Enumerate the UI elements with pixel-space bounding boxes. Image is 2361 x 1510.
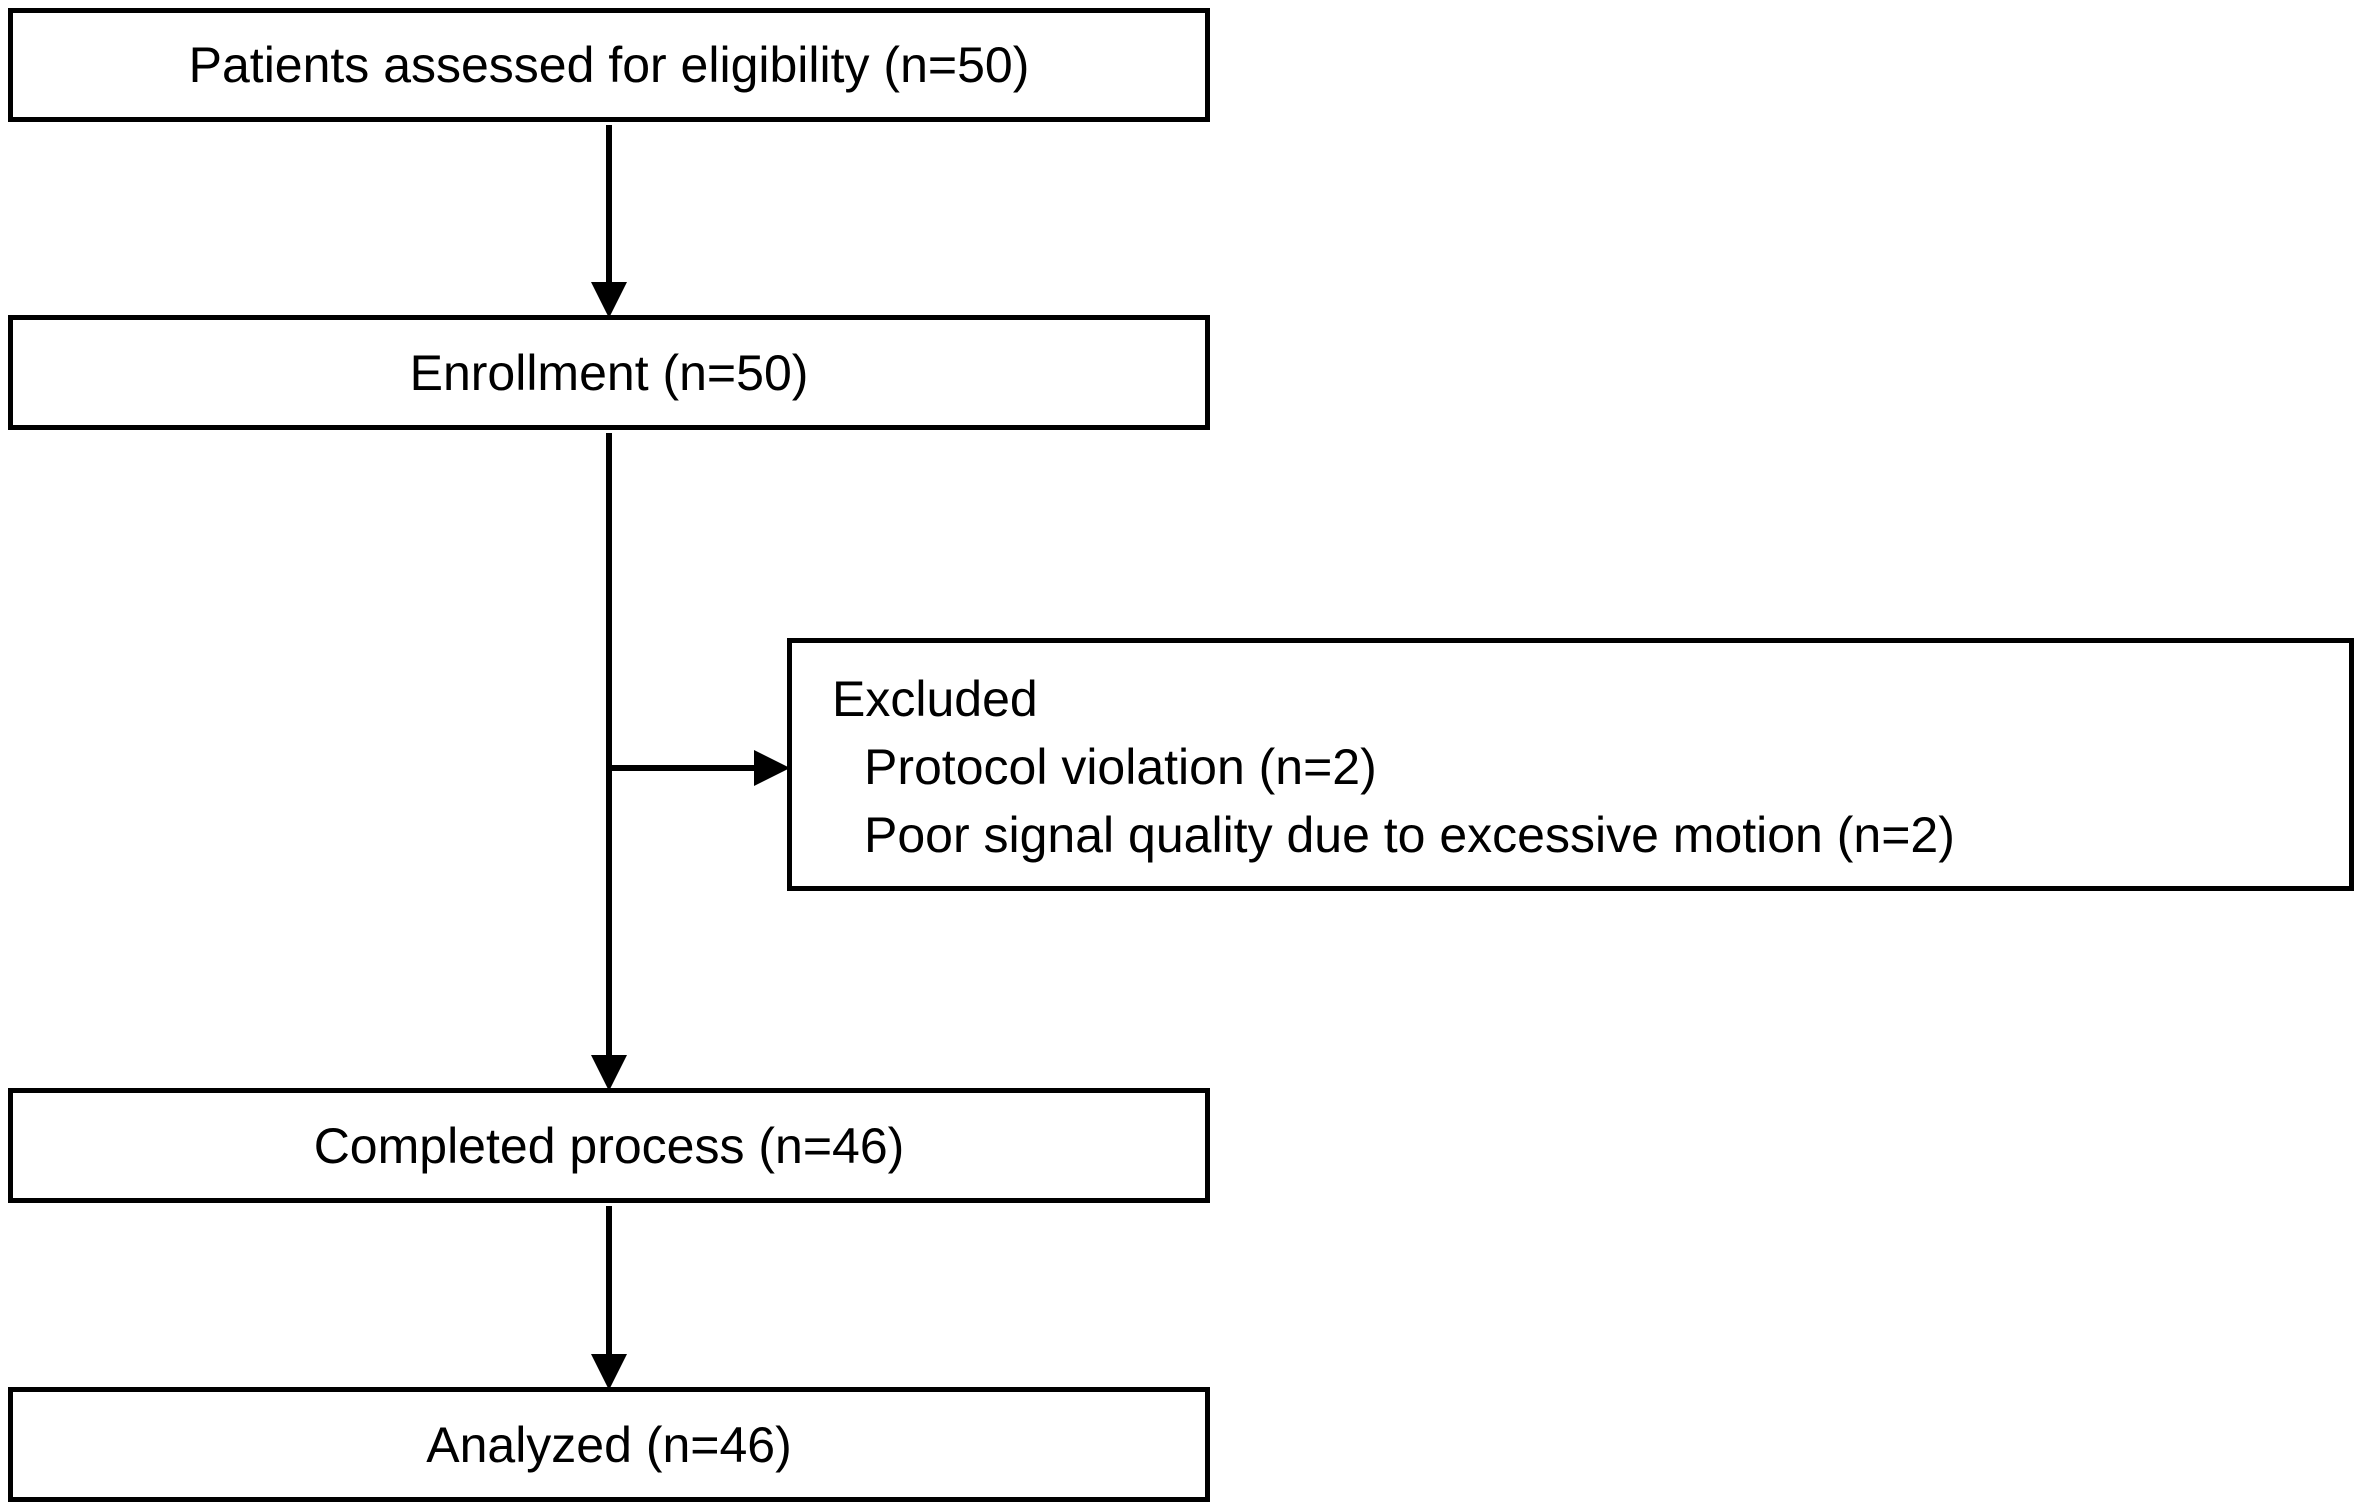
eligibility-label: Patients assessed for eligibility (n=50) <box>188 37 1030 93</box>
completed-label: Completed process (n=46) <box>313 1117 905 1174</box>
excluded-box: Excluded Protocol violation (n=2) Poor s… <box>787 638 2354 891</box>
eligibility-box: Patients assessed for eligibility (n=50) <box>8 8 1210 122</box>
enrollment-label: Enrollment (n=50) <box>409 344 809 401</box>
excluded-reason-protocol: Protocol violation (n=2) <box>864 739 1377 795</box>
analyzed-label: Analyzed (n=46) <box>426 1416 792 1473</box>
excluded-reason-signal: Poor signal quality due to excessive mot… <box>864 807 1955 863</box>
completed-box: Completed process (n=46) <box>8 1088 1210 1203</box>
analyzed-box: Analyzed (n=46) <box>8 1387 1210 1502</box>
excluded-title: Excluded <box>832 671 1038 727</box>
enrollment-box: Enrollment (n=50) <box>8 315 1210 430</box>
